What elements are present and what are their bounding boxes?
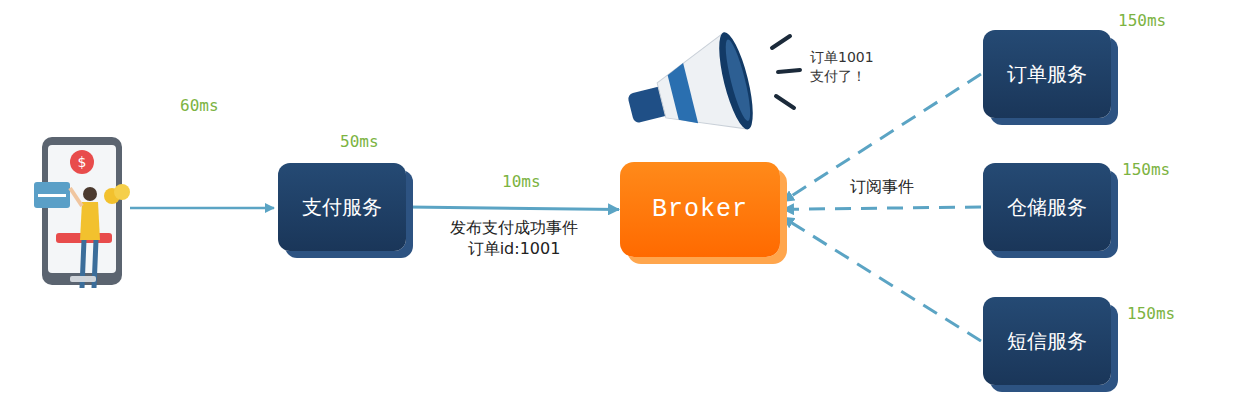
person-head <box>83 187 97 201</box>
megaphone-illustration <box>618 29 760 155</box>
user-arrow <box>130 207 274 210</box>
latency-label: 150ms <box>1127 304 1175 323</box>
broker-box: Broker <box>620 162 780 257</box>
person-body <box>80 202 100 240</box>
service-box: 订单服务 <box>983 30 1111 118</box>
sound-line <box>772 36 790 48</box>
callout-text: 订单1001 支付了！ <box>810 48 880 86</box>
node-label: 支付服务 <box>302 194 382 221</box>
latency-label: 60ms <box>180 96 219 115</box>
node-label: Broker <box>652 195 748 224</box>
coin-icon <box>70 150 94 174</box>
megaphone-mouth <box>721 38 755 123</box>
node-label: 订单服务 <box>1007 61 1087 88</box>
latency-label: 150ms <box>1122 160 1170 179</box>
latency-label: 50ms <box>340 132 379 151</box>
dollar-symbol: $ <box>78 154 87 170</box>
megaphone-rim <box>712 29 759 132</box>
sound-lines <box>772 36 800 108</box>
service-box: 支付服务 <box>278 163 406 251</box>
edge-label: 订阅事件 <box>848 177 916 198</box>
service-box: 短信服务 <box>983 297 1111 385</box>
latency-label: 150ms <box>1118 11 1166 30</box>
service-box: 仓储服务 <box>983 163 1111 251</box>
sound-line <box>778 70 800 72</box>
subscribe-connector <box>783 207 981 209</box>
phone-base <box>70 276 96 282</box>
node-label: 短信服务 <box>1007 328 1087 355</box>
card-stripe <box>38 194 66 197</box>
coin <box>114 184 130 200</box>
node-label: 仓储服务 <box>1007 194 1087 221</box>
sound-line <box>776 96 794 108</box>
phone-illustration: $ <box>34 137 130 288</box>
megaphone-band <box>666 63 698 128</box>
publish-connector <box>408 207 619 210</box>
subscribe-connector <box>783 74 981 201</box>
person-arm <box>70 188 82 206</box>
latency-label: 10ms <box>502 172 541 191</box>
card-icon <box>34 182 70 208</box>
edge-label: 发布支付成功事件 订单id:1001 <box>442 218 586 260</box>
subscribe-connector <box>783 217 981 341</box>
